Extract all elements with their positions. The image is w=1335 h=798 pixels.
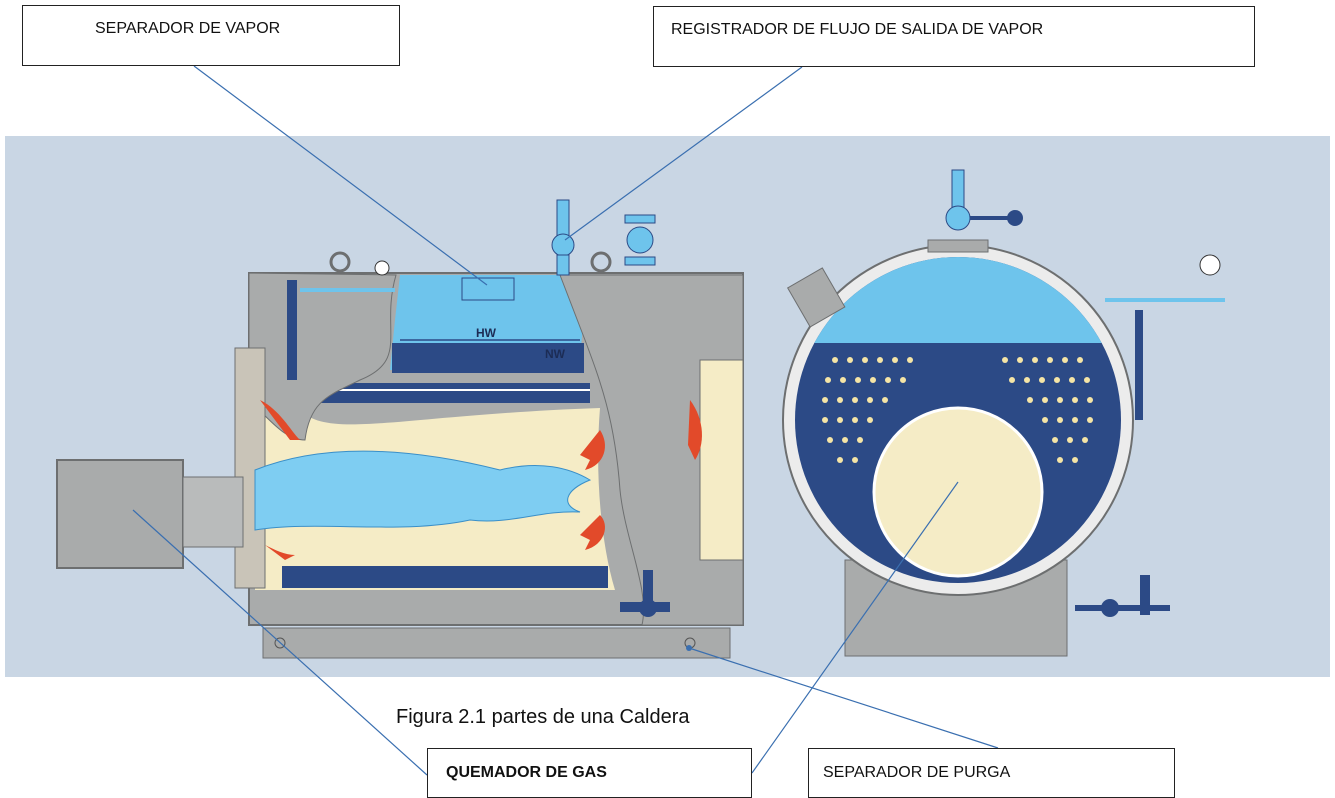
blowdown-valve-icon [620,570,670,617]
base-bolt-icon [274,637,286,649]
label-registrador-flujo: REGISTRADOR DE FLUJO DE SALIDA DE VAPOR [653,6,1255,67]
fire-tubes [822,357,1093,463]
nw-level-label: NW [545,347,566,361]
boiler-front-view [782,169,1225,657]
leader-line-quemador [132,509,428,776]
front-blowdown-valve-icon [1075,575,1170,617]
label-separador-purga-text: SEPARADOR DE PURGA [823,764,1011,781]
steam-valve-icon [624,214,656,266]
lifting-eye-icon [590,251,612,273]
furnace-tube [872,406,1044,578]
leader-lines [132,65,999,776]
level-controls-icon [287,260,407,380]
purga-pointer-dot [686,645,692,651]
tube-band [300,383,590,403]
flow-arrow-icon [580,430,605,470]
leader-line-purga [688,647,999,749]
label-separador-vapor-text: SEPARADOR DE VAPOR [95,20,281,37]
burner-tube [182,476,244,548]
label-separador-purga: SEPARADOR DE PURGA [808,748,1175,798]
manhole [461,277,515,301]
boiler-base [262,627,731,659]
front-gauges-icon [1105,254,1225,420]
burner-housing [56,459,184,569]
flow-arrow-icon [265,545,295,560]
label-quemador-gas: QUEMADOR DE GAS [427,748,752,798]
label-quemador-gas-text: QUEMADOR DE GAS [446,764,607,781]
hw-level-label: HW [476,326,497,340]
leader-line-registrador-flujo [564,66,803,241]
water-deep-band [392,343,584,373]
flow-arrow-icon [260,400,300,440]
figure-caption: Figura 2.1 partes de una Caldera [396,706,690,728]
boiler-side-view: HW NW [56,199,744,659]
label-separador-vapor: SEPARADOR DE VAPOR [22,5,400,66]
flow-arrow-icon [580,515,605,550]
flow-arrow-icon [688,400,702,460]
leader-line-separador-purga-front [751,481,959,774]
side-hatch [786,267,846,328]
label-registrador-flujo-text: REGISTRADOR DE FLUJO DE SALIDA DE VAPOR [671,21,1044,38]
lifting-eye-icon [329,251,351,273]
burner-flame [254,450,592,531]
leader-line-separador-vapor [193,65,488,286]
firebox-bottom-band [282,566,608,588]
safety-valve-icon [551,199,575,276]
front-safety-valve-icon [945,169,1023,231]
left-cutaway [248,272,397,441]
front-top-nozzle [927,239,989,253]
rear-door [699,359,744,561]
flow-arrows [260,400,702,560]
